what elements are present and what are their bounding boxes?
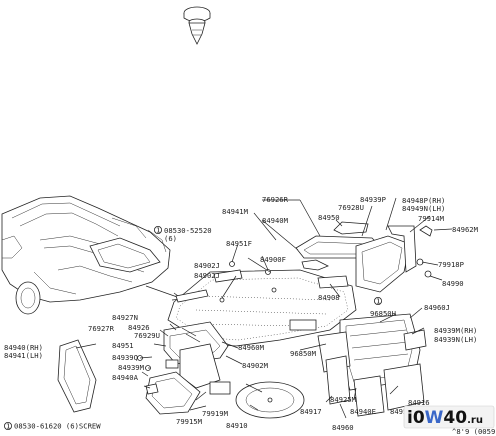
part-label-84917: 84917	[300, 407, 322, 416]
part-label-76927r: 76927R	[88, 324, 115, 333]
part-label-84960: 84960	[332, 423, 354, 432]
part-label-84951: 84951	[112, 341, 134, 350]
right-side-panels	[317, 313, 427, 417]
car-body-illustration	[1, 195, 183, 315]
part-label-84962m: 84962M	[452, 225, 479, 234]
part-label-84941-lh: 84941(LH)	[4, 351, 43, 360]
part-label-84948p-rh: 84948P(RH)	[402, 196, 445, 205]
watermark-tld: ru	[471, 415, 483, 426]
spare-tire-cover	[235, 381, 305, 419]
left-side-parts	[57, 321, 231, 415]
leader-lines	[75, 197, 453, 419]
part-label-84949n-lh: 84949N(LH)	[402, 204, 445, 213]
part-label-84950: 84950	[318, 213, 340, 222]
part-label-84925m: 84925M	[330, 395, 357, 404]
part-label-84939m-rh: 84939M(RH)	[434, 326, 477, 335]
part-label-84910: 84910	[226, 421, 248, 430]
part-label-84940-rh: 84940(RH)	[4, 343, 43, 352]
part-label-79918p: 79918P	[438, 260, 464, 269]
watermark-dot: .	[467, 415, 471, 426]
part-label-84951f: 84951F	[226, 239, 252, 248]
part-label-84960j: 84960J	[424, 303, 450, 312]
part-label-84926: 84926	[128, 323, 150, 332]
watermark-logo: i0W40.ru	[403, 405, 495, 429]
part-label-84960m: 84960M	[238, 343, 265, 352]
reference-code: ^8'9 (0059	[452, 427, 495, 436]
part-label-84939m: 84939M	[118, 363, 145, 372]
part-label-84902j-upper: 84902J	[194, 261, 220, 270]
part-label-76928u: 76928U	[338, 203, 364, 212]
circle-ref-label: 1	[376, 297, 380, 306]
watermark-part-b: 40	[443, 408, 467, 428]
upper-trim-parts	[175, 221, 433, 303]
part-label-84939n-lh: 84939N(LH)	[434, 335, 477, 344]
screw-top-qty: (6)	[164, 234, 177, 243]
circle-ref-label: 1	[6, 422, 10, 431]
part-label-79915m: 79915M	[176, 417, 203, 426]
svg-text:i0W40.ru: i0W40.ru	[407, 408, 483, 428]
part-label-84941m: 84941M	[222, 207, 249, 216]
circled-ref-markers: 1 1 1	[4, 226, 382, 431]
part-label-96850h: 96850H	[370, 309, 396, 318]
part-label-84939q: 84939Q	[112, 353, 138, 362]
part-label-84990: 84990	[442, 279, 464, 288]
part-label-84940a: 84940A	[112, 373, 139, 382]
part-label-84927n: 84927N	[112, 313, 138, 322]
circle-ref-label: 1	[156, 226, 160, 235]
part-label-84940m: 84940M	[262, 216, 289, 225]
part-label-84900f: 84900F	[260, 255, 286, 264]
part-label-84940e: 84940E	[350, 407, 376, 416]
part-label-76929u: 76929U	[134, 331, 160, 340]
watermark-part-w: W	[425, 408, 444, 428]
part-number-labels: 76926R 84941M 76928U 84939P 84948P(RH) 8…	[4, 195, 495, 436]
part-label-84916: 84916	[408, 398, 430, 407]
part-label-79914m: 79914M	[418, 214, 445, 223]
part-label-84902m: 84902M	[242, 361, 269, 370]
part-label-84952: 84952	[390, 407, 412, 416]
screw-top-label: 08530-52520	[164, 226, 212, 235]
part-label-84908: 84908	[318, 293, 340, 302]
floor-carpet	[167, 269, 357, 347]
watermark-part-a: i0	[407, 408, 425, 428]
part-label-84902j-lower: 84902J	[194, 271, 220, 280]
part-label-96850m: 96850M	[290, 349, 317, 358]
part-label-84939p: 84939P	[360, 195, 386, 204]
clip-fastener-icon	[183, 6, 211, 45]
part-label-79919m: 79919M	[202, 409, 229, 418]
screw-bottom-label: 08530-61620 (6)SCREW	[14, 422, 101, 431]
part-label-76926r: 76926R	[262, 195, 289, 204]
